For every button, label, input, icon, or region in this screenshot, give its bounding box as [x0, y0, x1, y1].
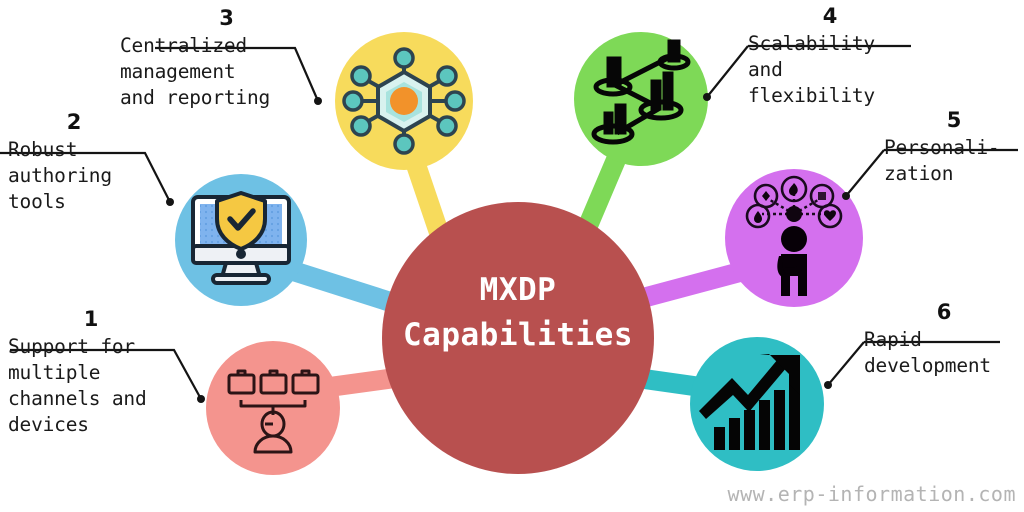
leader-line-2	[0, 151, 174, 206]
connector-stem-2	[286, 260, 404, 315]
callout-4[interactable]: 4 Scalability and flexibility	[748, 6, 912, 109]
leader-line-4	[703, 44, 911, 101]
callout-1[interactable]: 1 Support for multiple channels and devi…	[8, 309, 174, 438]
leader-line-6	[824, 340, 1000, 389]
bubble-2-authoring-tools[interactable]	[175, 174, 307, 306]
callout-4-label: Scalability and flexibility	[748, 32, 875, 107]
network-hub-icon	[342, 47, 466, 155]
bubble-1-support-channels[interactable]	[206, 341, 340, 475]
briefcases-person-icon	[227, 369, 320, 454]
growth-chart-arrow-icon	[699, 354, 800, 450]
person-preferences-icon	[745, 175, 843, 296]
bubble-3-centralized-management[interactable]	[335, 32, 473, 170]
callout-6-number: 6	[936, 300, 952, 324]
leader-line-3	[155, 46, 322, 105]
monitor-shield-check-icon	[191, 191, 291, 285]
callout-5-number: 5	[946, 108, 962, 132]
callout-2-number: 2	[66, 110, 82, 134]
callout-3-label: Centralized management and reporting	[120, 34, 271, 109]
callout-5[interactable]: 5 Personali- zation	[884, 110, 1024, 187]
watermark: www.erp-information.com	[727, 482, 1016, 506]
callout-1-number: 1	[83, 307, 99, 331]
bubble-5-personalization[interactable]	[725, 169, 863, 307]
leader-line-5	[842, 148, 1018, 200]
server-network-icon	[591, 39, 691, 145]
bubble-4-scalability-flexibility[interactable]	[574, 32, 708, 166]
callout-3-number: 3	[219, 6, 234, 30]
bubble-6-rapid-development[interactable]	[690, 337, 824, 471]
leader-lines	[0, 44, 1018, 403]
callout-5-label: Personali- zation	[884, 136, 1000, 185]
callout-3[interactable]: 3 Centralized management and reporting	[120, 6, 298, 111]
leader-line-1	[10, 348, 205, 403]
callout-2-label: Robust authoring tools	[8, 138, 112, 213]
callout-2[interactable]: 2 Robust authoring tools	[0, 112, 148, 215]
center-circle	[382, 202, 654, 474]
callout-1-label: Support for multiple channels and device…	[8, 335, 147, 436]
callout-6-label: Rapid development	[864, 328, 991, 377]
callout-6[interactable]: 6 Rapid development	[864, 302, 1024, 379]
center-bubble[interactable]	[382, 202, 654, 474]
callout-4-number: 4	[822, 4, 838, 28]
